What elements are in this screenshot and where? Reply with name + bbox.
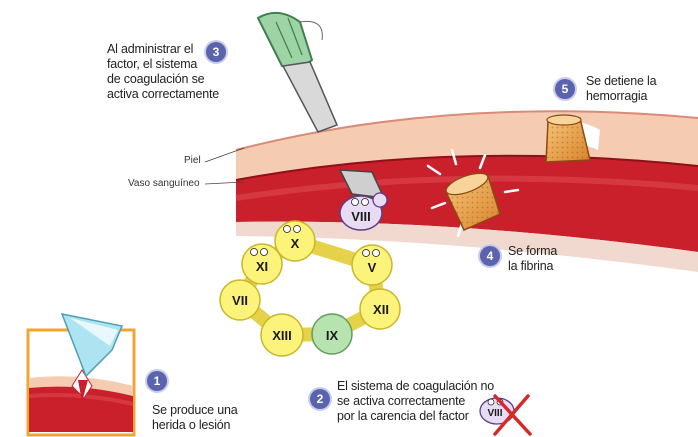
factor-label: XII <box>373 302 389 317</box>
factor-label: XIII <box>272 328 292 343</box>
factor-ix: IX <box>312 314 352 354</box>
step-4-badge: 4 <box>480 246 500 266</box>
factor-label: X <box>291 236 300 251</box>
step-4-text: Se forma la fibrina <box>508 244 557 274</box>
factor-label: VIII <box>351 209 371 224</box>
factor-label: IX <box>326 328 339 343</box>
factor-xi: XI <box>242 244 282 284</box>
step-1-text: Se produce una herida o lesión <box>152 403 237 433</box>
step-2-badge: 2 <box>310 389 330 409</box>
factor-label: XI <box>256 259 268 274</box>
step-1-badge: 1 <box>147 371 167 391</box>
factor-label: VII <box>232 293 248 308</box>
factor-xiii: XIII <box>261 314 303 356</box>
step-3-text: Al administrar el factor, el sistema de … <box>107 42 219 102</box>
step-5-badge: 5 <box>555 79 575 99</box>
factor-xii: XII <box>360 289 400 329</box>
step-3-badge: 3 <box>206 42 226 62</box>
factor-label: V <box>368 260 377 275</box>
factor-vii: VII <box>220 280 260 320</box>
step-5-text: Se detiene la hemorragia <box>586 74 656 104</box>
vessel-label: Vaso sanguíneo <box>128 178 200 189</box>
factor-x: X <box>275 221 315 261</box>
skin-label: Piel <box>184 155 201 166</box>
step-2-text: El sistema de coagulación no se activa c… <box>337 379 494 424</box>
factor-v: V <box>352 245 392 285</box>
syringe-icon <box>258 13 337 132</box>
wound-inset <box>28 314 134 435</box>
